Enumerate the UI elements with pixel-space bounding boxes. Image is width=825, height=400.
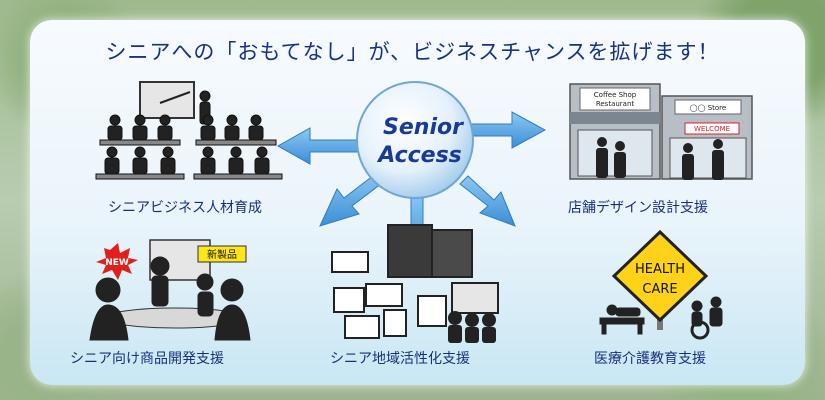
health-sign-line2: CARE <box>642 282 677 297</box>
center-logo-line2: Access <box>376 143 462 168</box>
health-care-sign <box>611 229 709 323</box>
shop-sign-welcome: WELCOME <box>694 125 730 133</box>
service-label-product-dev: シニア向け商品開発支援 <box>70 351 224 367</box>
shop-sign-store: ◯◯ Store <box>690 104 726 112</box>
center-logo-line1: Senior <box>383 115 464 140</box>
health-sign-line1: HEALTH <box>635 262 685 277</box>
service-label-community: シニア地域活性化支援 <box>330 351 470 367</box>
shop-illustration: Coffee Shop Restaurant ◯◯ Store WELCOME <box>569 83 753 180</box>
center-logo-ball <box>356 81 474 199</box>
new-burst <box>96 243 138 280</box>
arrow-down-right <box>459 175 516 227</box>
service-label-training: シニアビジネス人材育成 <box>108 200 262 216</box>
service-label-healthcare: 医療介護教育支援 <box>594 351 706 367</box>
town-illustration <box>331 224 499 343</box>
shop-sign-cafe-line1: Coffee Shop <box>594 91 637 99</box>
arrow-right <box>467 111 547 149</box>
training-illustration <box>95 81 283 180</box>
healthcare-illustration: HEALTH CARE <box>599 229 723 340</box>
headline: シニアへの「おもてなし」が、ビジネスチャンスを拡げます！ <box>105 40 720 64</box>
shop-sign-cafe-line2: Restaurant <box>596 100 635 108</box>
product-dev-illustration: NEW 新製品 <box>89 239 251 341</box>
service-label-shop-design: 店舗デザイン設計支援 <box>568 200 708 216</box>
arrow-left <box>276 127 361 165</box>
new-product-tag: 新製品 <box>207 248 237 261</box>
new-tag: NEW <box>105 258 129 268</box>
